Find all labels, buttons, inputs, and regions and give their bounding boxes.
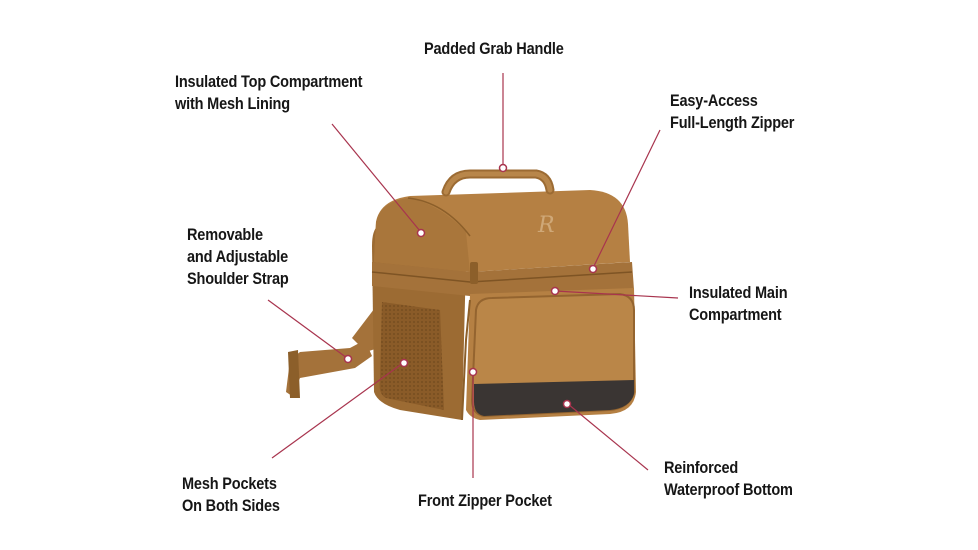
callout-label-top-compartment: Insulated Top Compartment with Mesh Lini… [175,73,363,113]
callout-dot-zipper [588,264,598,274]
callout-label-main-compartment: Insulated Main Compartment [689,284,788,324]
callout-dot-bottom [562,399,572,409]
callout-label-front-pocket: Front Zipper Pocket [418,492,552,510]
grab-handle [441,169,555,197]
brand-logo: R [537,213,555,238]
callout-dot-main-compartment [550,286,560,296]
callout-dot-top-compartment [416,228,426,238]
callout-lines [267,73,679,478]
top-compartment: R [374,190,630,272]
front-pocket [470,292,635,418]
callout-label-zipper: Easy-Access Full-Length Zipper [670,92,795,132]
mesh-pocket [379,302,444,410]
callout-label-bottom: Reinforced Waterproof Bottom [664,459,793,499]
zipper-band [371,262,634,296]
callout-dots [343,163,598,409]
callout-label-mesh-pockets: Mesh Pockets On Both Sides [182,475,280,515]
callout-label-strap: Removable and Adjustable Shoulder Strap [187,226,289,288]
callout-dot-mesh-pockets [399,358,409,368]
callout-dot-strap [343,354,353,364]
callout-dot-front-pocket [468,367,478,377]
callout-label-handle: Padded Grab Handle [424,40,564,58]
callout-dot-handle [498,163,508,173]
